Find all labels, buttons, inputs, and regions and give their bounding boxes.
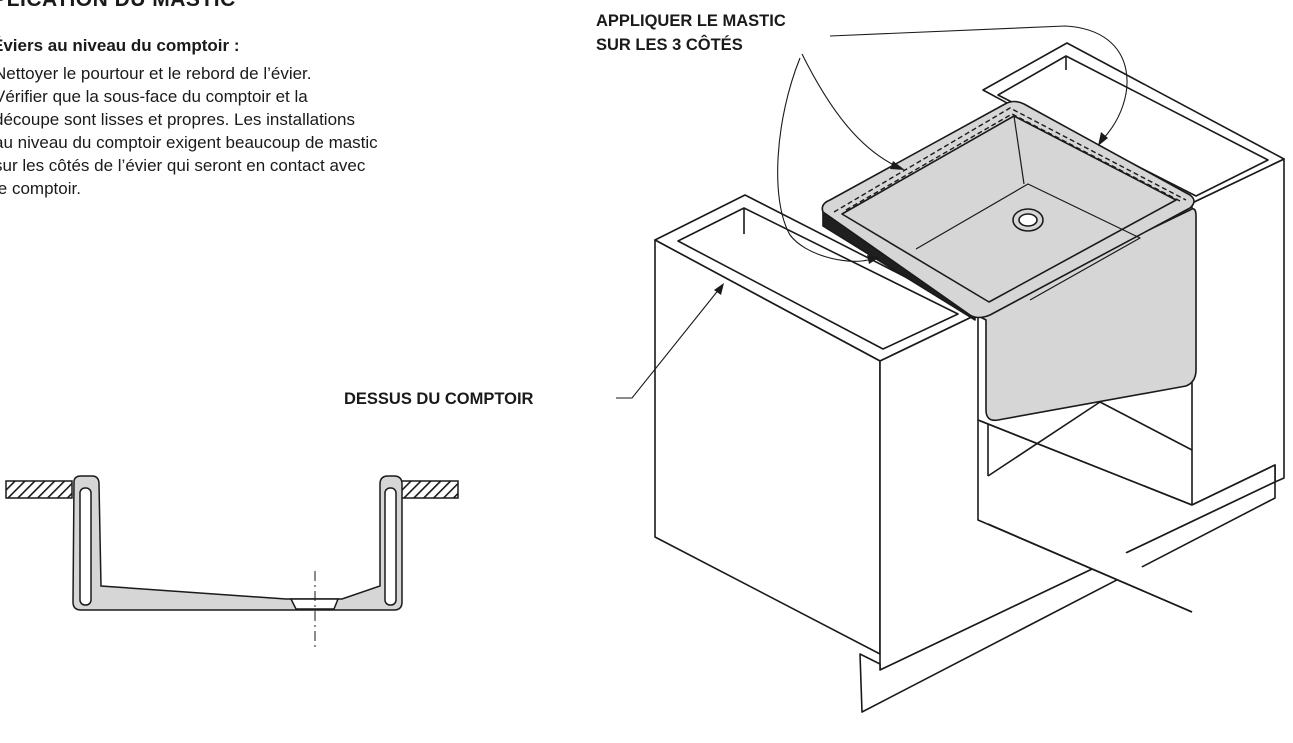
sink-body-section (72, 475, 403, 611)
basin-floor (915, 183, 1141, 301)
instruction-line: découpe sont lisses et propres. Les inst… (0, 110, 355, 129)
left-wall-cavity (79, 487, 92, 606)
countertop-hatch-left (5, 480, 73, 499)
instruction-paragraph: Nettoyer le pourtour et le rebord de l’é… (0, 62, 514, 200)
section-title: APPLICATION DU MASTIC (0, 0, 236, 12)
section-subtitle: Éviers au niveau du comptoir : (0, 36, 240, 55)
arrowheads (714, 132, 1108, 295)
sink-basin (841, 115, 1177, 303)
leader-mastic-right (829, 25, 1128, 141)
cabinet-isometric (654, 42, 1285, 713)
leader-mastic-front (777, 57, 869, 262)
apply-mastic-line-2: SUR LES 3 CÔTÉS (596, 36, 743, 54)
instruction-line: sur les côtés de l’évier qui seront en c… (0, 156, 366, 175)
caulk-bead-dashed (833, 107, 1187, 213)
apply-mastic-line-1: APPLIQUER LE MASTIC (596, 12, 786, 30)
instruction-line: Vérifier que la sous-face du comptoir et… (0, 87, 308, 106)
leader-countertop (616, 287, 721, 399)
back-cabinet-front (1191, 158, 1285, 506)
sink-cross-section (5, 475, 459, 649)
drain-opening (289, 598, 340, 610)
leader-mastic-left (801, 53, 901, 169)
countertop-callout: DESSUS DU COMPTOIR (344, 390, 534, 408)
farmhouse-sink (821, 100, 1197, 422)
callout-leaders (616, 25, 1128, 399)
right-wall-cavity (384, 487, 397, 606)
sink-apron-front (974, 208, 1197, 422)
instruction-line: au niveau du comptoir exigent beaucoup d… (0, 133, 378, 152)
front-cabinet-opening (677, 207, 959, 350)
instruction-line: Nettoyer le pourtour et le rebord de l’é… (0, 64, 312, 83)
apply-mastic-callout: APPLIQUER LE MASTIC SUR LES 3 CÔTÉS (596, 9, 786, 57)
instruction-line: le comptoir. (0, 179, 81, 198)
cabinet-base (859, 481, 1276, 713)
